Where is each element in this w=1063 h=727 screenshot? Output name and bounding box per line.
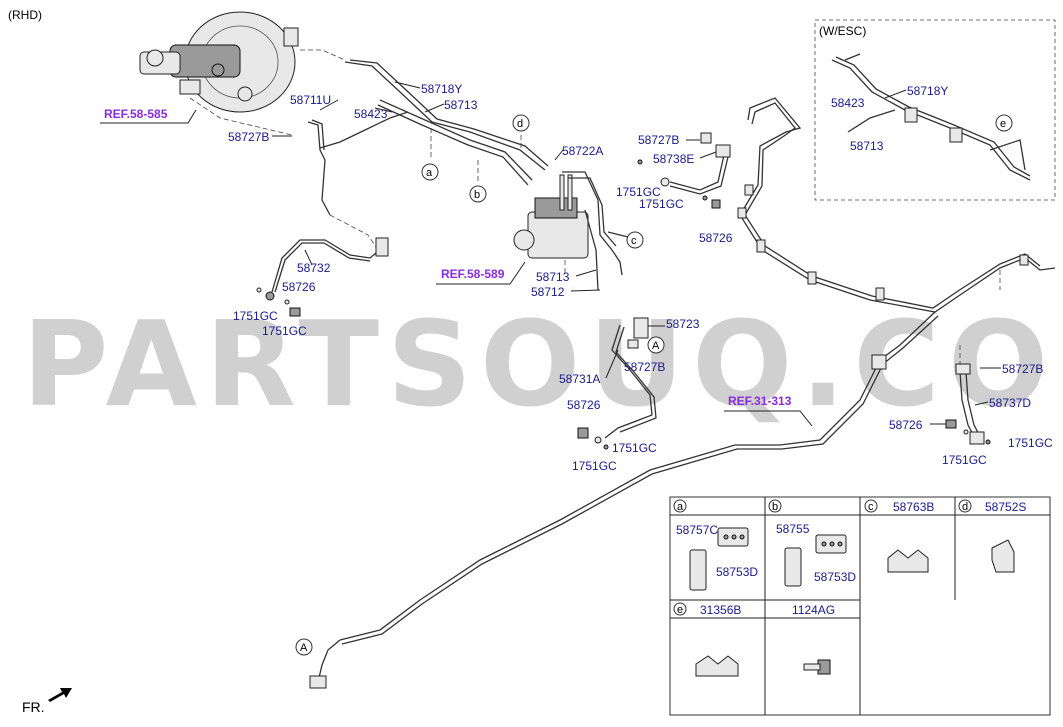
esc-label: (W/ESC) <box>819 24 866 38</box>
table-part-f: 1124AG <box>792 603 835 617</box>
table-key-d: d <box>962 501 968 513</box>
label-1751GC: 1751GC <box>942 453 987 467</box>
label-58726: 58726 <box>699 231 733 245</box>
abs-modulator-icon <box>513 174 589 275</box>
leader-lines <box>272 81 1001 425</box>
brake-booster-icon <box>139 11 299 113</box>
table-key-c: c <box>868 501 874 513</box>
table-key-a: a <box>677 501 684 513</box>
variant-label: (RHD) <box>8 8 42 22</box>
label-58727B: 58727B <box>638 133 679 147</box>
hose-58732-icon <box>256 237 389 317</box>
table-part-d: 58752S <box>985 500 1026 514</box>
label-58727B: 58727B <box>1002 362 1043 376</box>
hose-58737D-icon <box>945 345 991 445</box>
callout-A: A <box>300 642 308 654</box>
label-58718Y: 58718Y <box>907 84 948 98</box>
table-key-e: e <box>677 604 683 616</box>
table-part-e: 31356B <box>700 603 741 617</box>
direction-label: FR. <box>22 699 45 715</box>
label-58718Y: 58718Y <box>421 82 462 96</box>
label-58727B: 58727B <box>624 360 665 374</box>
label-58738E: 58738E <box>653 152 694 166</box>
label-1751GC: 1751GC <box>639 197 684 211</box>
esc-inset-frame <box>814 19 1056 201</box>
label-58737D: 58737D <box>989 396 1031 410</box>
front-arrow-icon <box>48 688 72 702</box>
callout-A: A <box>652 340 660 352</box>
brake-lines-main <box>189 49 549 251</box>
label-58726: 58726 <box>889 418 923 432</box>
label-58713: 58713 <box>850 139 884 153</box>
label-58722A: 58722A <box>562 144 603 158</box>
label-1751GC: 1751GC <box>612 441 657 455</box>
label-58712: 58712 <box>531 285 565 299</box>
label-58726: 58726 <box>567 398 601 412</box>
label-58723: 58723 <box>666 317 700 331</box>
hose-58738E-icon <box>637 132 731 209</box>
table-key-b: b <box>772 501 778 513</box>
hose-58731A-icon <box>577 317 657 450</box>
brake-lines-rear <box>309 97 1056 689</box>
ref-link[interactable]: REF.58-589 <box>441 267 505 281</box>
cell-a-bottom: 58753D <box>716 565 758 579</box>
clip-58752S-icon <box>991 539 1015 573</box>
callout-e: e <box>1000 118 1006 130</box>
bolt-1124AG-icon <box>803 659 831 675</box>
label-1751GC: 1751GC <box>616 185 661 199</box>
label-58713: 58713 <box>444 98 478 112</box>
clip-58757C-icon <box>689 527 749 591</box>
callout-circles: a b c d e A A <box>295 114 1013 656</box>
label-1751GC: 1751GC <box>572 459 617 473</box>
callout-c: c <box>631 235 637 247</box>
clip-58755-icon <box>784 534 847 587</box>
label-1751GC: 1751GC <box>1008 436 1053 450</box>
brake-lines-abs <box>562 171 633 291</box>
label-58423: 58423 <box>831 96 865 110</box>
table-part-c: 58763B <box>893 500 934 514</box>
label-1751GC: 1751GC <box>233 309 278 323</box>
part-labels: 58718Y 58713 58711U 58423 58727B 58732 5… <box>228 82 1053 473</box>
clip-58763B-icon <box>887 549 929 573</box>
callout-d: d <box>517 118 523 130</box>
label-58726: 58726 <box>282 280 316 294</box>
label-1751GC: 1751GC <box>262 324 307 338</box>
ref-link[interactable]: REF.58-585 <box>104 107 168 121</box>
ref-links: REF.58-585 REF.58-589 REF.31-313 <box>100 107 813 427</box>
esc-brake-lines <box>831 53 1031 181</box>
ref-link[interactable]: REF.31-313 <box>728 394 792 408</box>
label-58732: 58732 <box>297 261 331 275</box>
clip-31356B-icon <box>695 655 739 677</box>
label-58731A: 58731A <box>559 372 600 386</box>
callout-a: a <box>426 167 433 179</box>
watermark: PARTSOUQ.COM <box>22 295 1063 433</box>
label-58423: 58423 <box>354 107 388 121</box>
cell-b-top: 58755 <box>776 522 810 536</box>
cell-b-bottom: 58753D <box>814 570 856 584</box>
cell-a-top: 58757C <box>676 523 718 537</box>
callout-b: b <box>474 189 480 201</box>
fastener-table: a b c 58763B d 58752S e 31356B 1124AG 58… <box>669 496 1051 716</box>
label-58727B: 58727B <box>228 130 269 144</box>
label-58711U: 58711U <box>290 93 331 107</box>
label-58713: 58713 <box>536 270 570 284</box>
